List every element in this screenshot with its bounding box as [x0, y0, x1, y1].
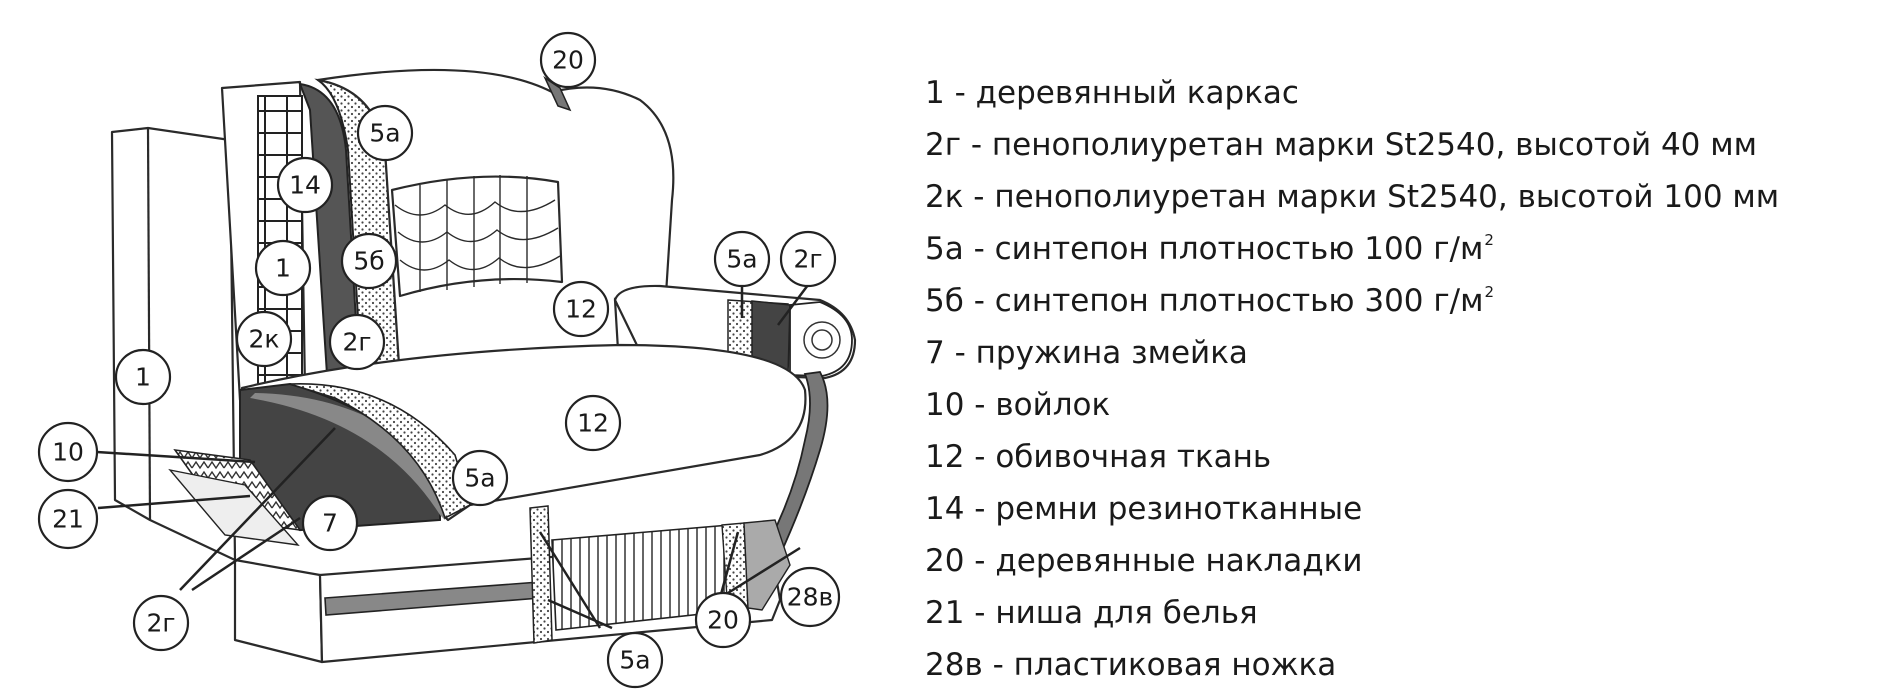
- callout-2k: 2к: [235, 310, 293, 368]
- legend-item: 14 - ремни резинотканные: [925, 491, 1363, 527]
- callout-21: 21: [37, 488, 99, 550]
- svg-text:14: 14: [289, 171, 321, 200]
- callout-28v: 28в: [779, 566, 841, 628]
- legend-item: 1 - деревянный каркас: [925, 75, 1299, 111]
- svg-text:10: 10: [52, 438, 84, 467]
- legend-item: 21 - ниша для белья: [925, 595, 1258, 631]
- svg-text:5б: 5б: [353, 247, 384, 276]
- svg-text:5а: 5а: [726, 245, 757, 274]
- legend-item: 2г - пенополиуретан марки St2540, высото…: [925, 127, 1758, 163]
- svg-text:20: 20: [707, 606, 739, 635]
- callout-12-back: 12: [552, 280, 610, 338]
- leader-lines: [96, 284, 809, 630]
- callout-1-back: 1: [254, 239, 312, 297]
- svg-text:12: 12: [577, 409, 609, 438]
- callout-5a-bottom: 5а: [606, 631, 664, 689]
- callout-10: 10: [37, 421, 99, 483]
- svg-text:2г: 2г: [793, 245, 822, 274]
- callout-2g-back: 2г: [328, 313, 386, 371]
- legend-item: 12 - обивочная ткань: [925, 439, 1272, 475]
- legend-item: 5а - синтепон плотностью 100 г/м2: [925, 231, 1494, 267]
- callout-20-top: 20: [539, 31, 597, 89]
- callout-12-seat: 12: [564, 394, 622, 452]
- seat: [168, 343, 807, 546]
- legend-item: 28в - пластиковая ножка: [925, 647, 1337, 683]
- svg-text:5а: 5а: [369, 119, 400, 148]
- svg-text:7: 7: [322, 509, 338, 538]
- callout-5a-seat: 5а: [451, 449, 509, 507]
- legend-item: 2к - пенополиуретан марки St2540, высото…: [925, 179, 1780, 215]
- svg-text:2г: 2г: [342, 328, 371, 357]
- callout-20-bottom: 20: [694, 591, 752, 649]
- svg-text:20: 20: [552, 46, 584, 75]
- callout-7: 7: [301, 494, 359, 552]
- callout-14: 14: [276, 156, 334, 214]
- callout-5b: 5б: [340, 232, 398, 290]
- svg-text:5а: 5а: [464, 464, 495, 493]
- svg-text:5а: 5а: [619, 646, 650, 675]
- callout-2g-bottom: 2г: [132, 594, 190, 652]
- svg-text:2к: 2к: [248, 325, 279, 354]
- svg-text:1: 1: [135, 363, 151, 392]
- legend-item: 5б - синтепон плотностью 300 г/м2: [925, 283, 1495, 319]
- legend-list: 1 - деревянный каркас 2г - пенополиурета…: [925, 58, 1865, 683]
- svg-text:28в: 28в: [787, 583, 834, 612]
- legend-item: 7 - пружина змейка: [925, 335, 1248, 371]
- callout-2g-arm: 2г: [779, 230, 837, 288]
- armchair-diagram: 20 5а 14 1 5б 2к 2г 12 5а 2г 1 12 10 5а …: [37, 31, 857, 689]
- legend-item: 10 - войлок: [925, 387, 1111, 423]
- svg-text:2г: 2г: [146, 609, 175, 638]
- svg-text:12: 12: [565, 295, 597, 324]
- callout-1-side: 1: [114, 348, 172, 406]
- svg-text:21: 21: [52, 505, 84, 534]
- svg-text:1: 1: [275, 254, 291, 283]
- callout-5a-back: 5а: [356, 104, 414, 162]
- legend-item: 20 - деревянные накладки: [925, 543, 1363, 579]
- callout-5a-arm: 5а: [713, 230, 771, 288]
